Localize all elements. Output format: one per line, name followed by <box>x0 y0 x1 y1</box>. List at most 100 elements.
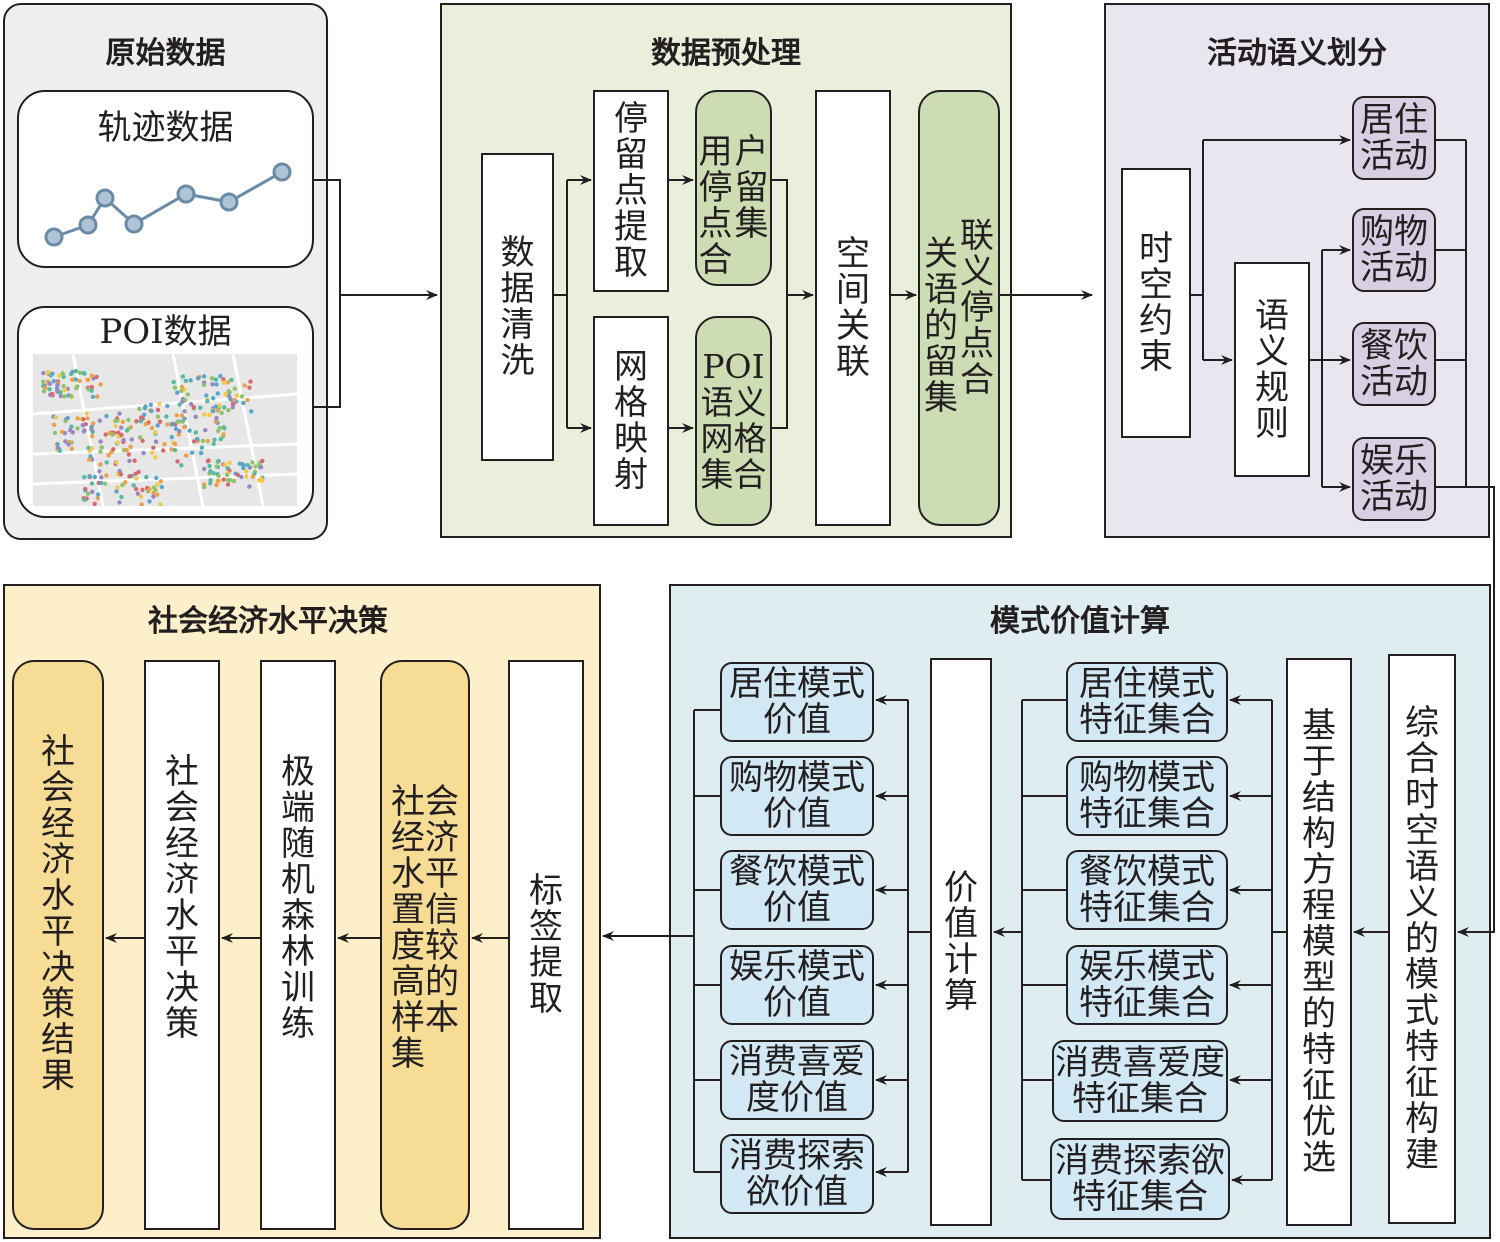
poi-point <box>127 474 132 479</box>
poi-point <box>86 387 91 392</box>
connector-activity-merge <box>1436 139 1495 932</box>
trajectory-data-label: 轨迹数据 <box>97 108 234 148</box>
poi-point <box>129 437 134 442</box>
socioeconomic-decision-box: 社 会 经 济 水 平 决 策 <box>144 660 220 1230</box>
poi-point <box>179 384 185 389</box>
poi-point <box>84 411 89 416</box>
grid-map-char: 格 <box>614 383 648 423</box>
poi-point <box>47 387 52 392</box>
poi-point <box>75 426 80 431</box>
rule-char: 语 <box>1255 295 1289 336</box>
poi-point <box>202 466 207 472</box>
feature-set-preference-box: 消费喜爱度 特征集合 <box>1052 1040 1228 1122</box>
poi-point <box>175 459 180 464</box>
data-cleaning-label: 清 <box>500 305 535 345</box>
poi-point <box>103 432 108 437</box>
assoc-stay-char: 联 <box>960 216 994 256</box>
feature-set-line: 特征集合 <box>1072 1177 1208 1217</box>
poi-point <box>169 447 174 452</box>
value-dining-box: 餐饮模式 价值 <box>720 850 874 930</box>
poi-point <box>85 416 90 421</box>
assoc-stay-char: 义 <box>960 252 994 292</box>
poi-point <box>87 457 92 462</box>
poi-point <box>221 377 226 382</box>
assoc-stay-char: 合 <box>960 360 994 400</box>
poi-point <box>223 392 228 397</box>
poi-point <box>62 387 68 393</box>
poi-point <box>215 478 220 484</box>
poi-point <box>85 377 91 383</box>
mode-title: 模式价值计算 <box>990 604 1170 639</box>
value-line: 购物模式 <box>729 758 865 798</box>
forest-char: 端 <box>281 788 315 828</box>
poi-point <box>128 444 133 449</box>
value-line: 欲价值 <box>746 1172 848 1212</box>
sem-char: 方 <box>1302 850 1336 890</box>
decision-char: 济 <box>165 860 199 900</box>
poi-point <box>117 500 122 505</box>
high-conf-char: 置 <box>391 890 425 930</box>
poi-point <box>195 376 201 381</box>
poi-point <box>137 406 142 412</box>
assoc-stay-char: 的 <box>924 306 958 346</box>
activity-line: 活动 <box>1360 136 1428 176</box>
constraint-char: 约 <box>1139 301 1173 341</box>
activity-residential-box: 居住 活动 <box>1352 96 1436 180</box>
poi-point <box>90 457 95 462</box>
poi-point <box>155 414 161 419</box>
activity-title: 活动语义划分 <box>1207 36 1387 71</box>
poi-point <box>169 434 174 440</box>
poi-point <box>120 482 125 488</box>
poi-point <box>70 377 75 382</box>
forest-char: 训 <box>281 968 315 1008</box>
poi-point <box>147 499 152 504</box>
build-char: 空 <box>1405 811 1439 851</box>
poi-point <box>82 428 87 433</box>
high-confidence-sample-set-box: 会 济 平 信 较 的 本 社 经 水 置 度 高 样 集 <box>380 660 470 1230</box>
high-conf-char: 经 <box>391 818 425 858</box>
build-char: 语 <box>1405 847 1439 887</box>
poi-point <box>66 442 71 447</box>
poi-point <box>206 458 211 463</box>
poi-point <box>198 450 204 456</box>
assoc-stay-char: 留 <box>924 342 958 382</box>
poi-point <box>153 455 158 460</box>
poi-point <box>55 445 60 450</box>
sem-char: 征 <box>1302 1066 1336 1106</box>
sem-char: 于 <box>1302 742 1336 782</box>
poi-point <box>250 474 255 479</box>
value-line: 消费喜爱 <box>729 1042 865 1082</box>
poi-point <box>214 482 219 488</box>
poi-point <box>157 419 163 424</box>
sem-char: 基 <box>1302 706 1336 746</box>
poi-point <box>51 379 56 384</box>
data-cleaning-label: 据 <box>500 269 535 309</box>
poi-point <box>55 383 60 388</box>
poi-point <box>115 440 120 445</box>
poi-point <box>52 430 58 436</box>
poi-point <box>177 402 182 407</box>
build-char: 构 <box>1405 1099 1439 1139</box>
result-char: 水 <box>41 876 75 916</box>
poi-point <box>173 426 179 432</box>
poi-point <box>165 403 170 409</box>
poi-point <box>92 474 98 480</box>
poi-point <box>208 481 213 486</box>
stay-extract-char: 点 <box>614 171 648 211</box>
sem-feature-selection-box: 基 于 结 构 方 程 模 型 的 特 征 优 选 <box>1286 658 1352 1226</box>
poi-point <box>191 439 197 444</box>
decision-char: 策 <box>165 1004 199 1044</box>
user-stay-char: 停 <box>698 168 733 208</box>
value-shopping-box: 购物模式 价值 <box>720 756 874 836</box>
poi-point <box>152 485 157 490</box>
poi-point <box>155 492 160 497</box>
poi-point <box>115 485 120 490</box>
poi-point <box>164 414 169 419</box>
value-preference-box: 消费喜爱 度价值 <box>720 1040 874 1120</box>
poi-point <box>77 370 83 375</box>
activity-entertainment-box: 娱乐 活动 <box>1352 437 1436 521</box>
poi-point <box>239 474 244 480</box>
poi-point <box>111 447 116 452</box>
decision-char: 决 <box>165 968 199 1008</box>
